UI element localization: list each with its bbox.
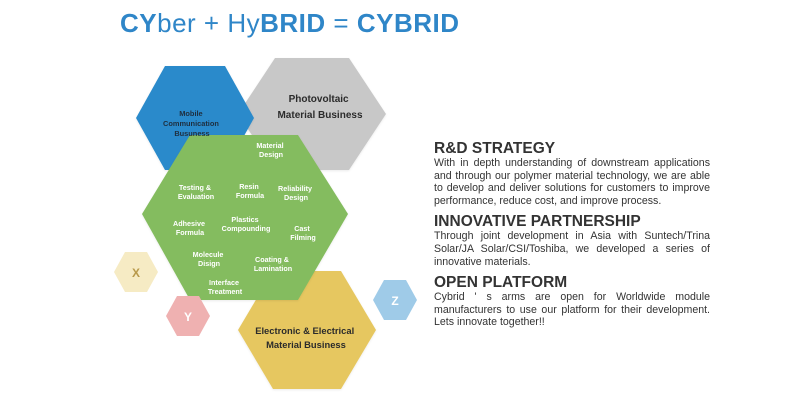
electronic-label-line: Electronic & Electrical — [255, 325, 354, 336]
section-open-platform: OPEN PLATFORM Cybrid ' s arms are open f… — [434, 274, 710, 329]
section-rd-strategy: R&D STRATEGY With in depth understanding… — [434, 140, 710, 207]
coating-lamination-item: Coating & Lamination — [254, 255, 292, 273]
photovoltaic-label-line: Photovoltaic — [289, 94, 349, 105]
electronic-label-line: Material Business — [266, 339, 346, 350]
cast-filming-item: Cast Filming — [290, 224, 316, 242]
molecule-disign-item: Molecule Disign — [193, 250, 226, 268]
material-design-item: Material Design — [256, 141, 285, 159]
green-item-line: Coating & — [255, 255, 289, 264]
green-item-line: Cast — [294, 224, 310, 233]
title-equals: = — [325, 8, 357, 38]
title-ber-hy: ber + Hy — [157, 8, 261, 38]
green-item-line: Resin — [239, 182, 259, 191]
green-item-line: Design — [284, 193, 308, 202]
green-item-line: Lamination — [254, 264, 292, 273]
section-innovative-partnership: INNOVATIVE PARTNERSHIP Through joint dev… — [434, 213, 710, 268]
section-body: With in depth understanding of downstrea… — [434, 157, 710, 207]
green-item-line: Compounding — [222, 224, 271, 233]
interface-treatment-item: Interface Treatment — [208, 278, 243, 296]
green-item-line: Material — [256, 141, 283, 150]
page-title: CYber + HyBRID = CYBRID — [120, 6, 460, 40]
green-item-line: Adhesive — [173, 219, 205, 228]
mobile-label-line: Mobile — [179, 109, 202, 118]
green-item-line: Formula — [176, 228, 205, 237]
green-item-line: Evaluation — [178, 192, 214, 201]
green-item-line: Reliability — [278, 184, 312, 193]
reliability-design-item: Reliability Design — [278, 184, 314, 202]
title-brid: BRID — [260, 8, 326, 38]
section-body: Cybrid ' s arms are open for Worldwide m… — [434, 291, 710, 329]
photovoltaic-label: Photovoltaic Material Business — [277, 94, 362, 121]
z-badge-hexagon — [373, 280, 417, 320]
testing-evaluation-item: Testing & Evaluation — [178, 183, 214, 201]
z-badge-label: Z — [391, 294, 398, 308]
section-heading: INNOVATIVE PARTNERSHIP — [434, 213, 641, 231]
resin-formula-item: Resin Formula — [236, 182, 265, 200]
green-item-line: Treatment — [208, 287, 243, 296]
electronic-label: Electronic & Electrical Material Busines… — [255, 325, 357, 350]
x-badge-label: X — [132, 266, 140, 280]
green-item-line: Filming — [290, 233, 316, 242]
rd-core-hexagon — [142, 135, 348, 300]
mobile-label-line: Communication — [163, 119, 219, 128]
mobile-label-line: Busuness — [174, 129, 209, 138]
plastics-compounding-item: Plastics Compounding — [222, 215, 271, 233]
adhesive-formula-item: Adhesive Formula — [173, 219, 207, 237]
title-cybrid: CYBRID — [356, 8, 460, 38]
green-item-line: Plastics — [231, 215, 258, 224]
y-badge-label: Y — [184, 310, 192, 324]
green-item-line: Molecule — [193, 250, 224, 259]
section-heading: R&D STRATEGY — [434, 140, 556, 157]
green-item-line: Interface — [209, 278, 239, 287]
green-item-line: Design — [259, 150, 283, 159]
title-cy: CY — [120, 8, 158, 38]
mobile-label: Mobile Communication Busuness — [163, 109, 221, 138]
section-body: Through joint development in Asia with S… — [434, 230, 710, 268]
green-item-line: Testing & — [179, 183, 211, 192]
y-badge-hexagon — [166, 296, 210, 336]
photovoltaic-label-line: Material Business — [277, 110, 362, 121]
strategy-text-panel: R&D STRATEGY With in depth understanding… — [434, 140, 710, 335]
section-heading: OPEN PLATFORM — [434, 274, 568, 292]
electronic-hexagon — [238, 271, 376, 389]
x-badge-hexagon — [114, 252, 158, 292]
green-item-line: Disign — [198, 259, 220, 268]
green-item-line: Formula — [236, 191, 265, 200]
hexagon-diagram: Mobile Communication Busuness Photovolta… — [114, 58, 417, 389]
